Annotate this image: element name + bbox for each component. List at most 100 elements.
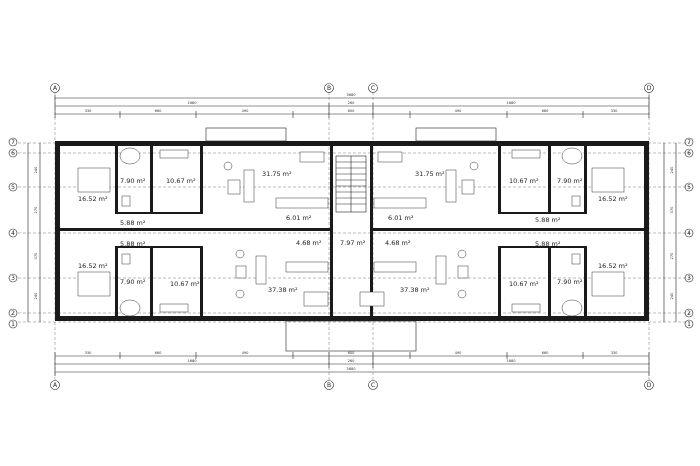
armchair [469, 161, 479, 171]
svg-text:D: D [647, 382, 652, 389]
axis-bubble-3-left: 3 [8, 273, 18, 283]
svg-text:7: 7 [11, 139, 15, 146]
area-label: 6.01 m² [388, 214, 414, 222]
svg-text:600: 600 [348, 109, 356, 113]
kitchen-counter [373, 261, 417, 273]
area-label: 7.97 m² [340, 239, 366, 247]
svg-text:490: 490 [242, 109, 250, 113]
axis-bubble-1-right: 1 [684, 319, 694, 329]
axis-bubble-4-left: 4 [8, 228, 18, 238]
dining-table [303, 291, 329, 307]
desk [511, 149, 541, 159]
room-labels: 16.52 m² 7.90 m² 10.67 m² 5.88 m² 31.75 … [78, 170, 628, 294]
furniture [77, 147, 625, 317]
svg-text:330: 330 [85, 109, 93, 113]
svg-text:3680: 3680 [346, 367, 356, 371]
kitchen-counter [285, 261, 329, 273]
bottom-dimensions: 330 660 490 600 490 660 330 1680 260 168… [54, 351, 650, 376]
svg-text:2: 2 [11, 310, 15, 317]
svg-text:240: 240 [670, 292, 674, 300]
svg-text:4: 4 [11, 230, 15, 237]
svg-text:240: 240 [34, 292, 38, 300]
area-label: 7.90 m² [120, 278, 146, 286]
svg-text:5: 5 [687, 184, 691, 191]
svg-text:1: 1 [687, 321, 691, 328]
top-dimensions: 3680 1680 260 1680 330 660 490 600 490 6… [54, 93, 650, 118]
axis-bubble-a-top: A [50, 83, 60, 93]
coffee-table [227, 179, 241, 195]
area-label: 10.67 m² [509, 280, 539, 288]
svg-text:270: 270 [670, 252, 674, 260]
bed [591, 271, 625, 297]
bathtub [561, 147, 583, 165]
area-label: 5.88 m² [535, 240, 561, 248]
area-label: 5.88 m² [535, 216, 561, 224]
area-label: 16.52 m² [598, 195, 628, 203]
area-label: 10.67 m² [170, 280, 200, 288]
axis-bubble-b-top: B [324, 83, 334, 93]
axis-bubble-d-top: D [644, 83, 654, 93]
svg-text:660: 660 [155, 109, 163, 113]
coffee-table [235, 265, 247, 279]
coffee-table [457, 265, 469, 279]
kitchen-counter [275, 197, 329, 209]
kitchen-counter [373, 197, 427, 209]
area-label: 10.67 m² [166, 177, 196, 185]
bathtub [119, 147, 141, 165]
svg-text:330: 330 [611, 351, 619, 355]
svg-text:600: 600 [348, 351, 356, 355]
desk [511, 303, 541, 313]
svg-text:3: 3 [11, 275, 15, 282]
svg-text:490: 490 [455, 351, 463, 355]
axis-bubble-1-left: 1 [8, 319, 18, 329]
svg-text:1680: 1680 [187, 101, 197, 105]
bathtub [561, 299, 583, 317]
area-label: 6.01 m² [286, 214, 312, 222]
svg-text:3: 3 [687, 275, 691, 282]
area-label: 7.90 m² [557, 177, 583, 185]
desk [159, 149, 189, 159]
axis-bubble-b-bottom: B [324, 380, 334, 390]
axis-bubble-7-left: 7 [8, 137, 18, 147]
axis-bubble-2-right: 2 [684, 308, 694, 318]
svg-text:A: A [53, 382, 58, 389]
axis-bubble-5-right: 5 [684, 182, 694, 192]
svg-text:260: 260 [348, 359, 356, 363]
axis-bubble-2-left: 2 [8, 308, 18, 318]
svg-text:660: 660 [155, 351, 163, 355]
column-axis-markers: A B C D A B C D [50, 83, 654, 390]
svg-text:6: 6 [687, 150, 691, 157]
svg-text:C: C [371, 382, 375, 389]
svg-text:7: 7 [687, 139, 691, 146]
area-label: 37.38 m² [268, 286, 298, 294]
svg-text:B: B [327, 85, 331, 92]
dining-table [299, 151, 325, 163]
armchair [457, 249, 467, 259]
area-label: 5.88 m² [120, 219, 146, 227]
axis-bubble-7-right: 7 [684, 137, 694, 147]
svg-text:490: 490 [242, 351, 250, 355]
svg-text:B: B [327, 382, 331, 389]
sofa [445, 169, 457, 203]
sofa [255, 255, 267, 285]
svg-text:240: 240 [670, 166, 674, 174]
armchair [235, 289, 245, 299]
toilet [121, 195, 131, 207]
axis-bubble-a-bottom: A [50, 380, 60, 390]
svg-text:260: 260 [348, 101, 356, 105]
svg-text:D: D [647, 85, 652, 92]
svg-text:3680: 3680 [346, 93, 356, 97]
armchair [235, 249, 245, 259]
area-label: 16.52 m² [598, 262, 628, 270]
axis-bubble-3-right: 3 [684, 273, 694, 283]
area-label: 31.75 m² [262, 170, 292, 178]
bed [77, 167, 111, 193]
area-label: 5.88 m² [120, 240, 146, 248]
axis-bubble-c-top: C [368, 83, 378, 93]
area-label: 16.52 m² [78, 262, 108, 270]
axis-bubble-d-bottom: D [644, 380, 654, 390]
svg-text:1680: 1680 [506, 101, 516, 105]
axis-bubble-4-right: 4 [684, 228, 694, 238]
area-label: 7.90 m² [120, 177, 146, 185]
